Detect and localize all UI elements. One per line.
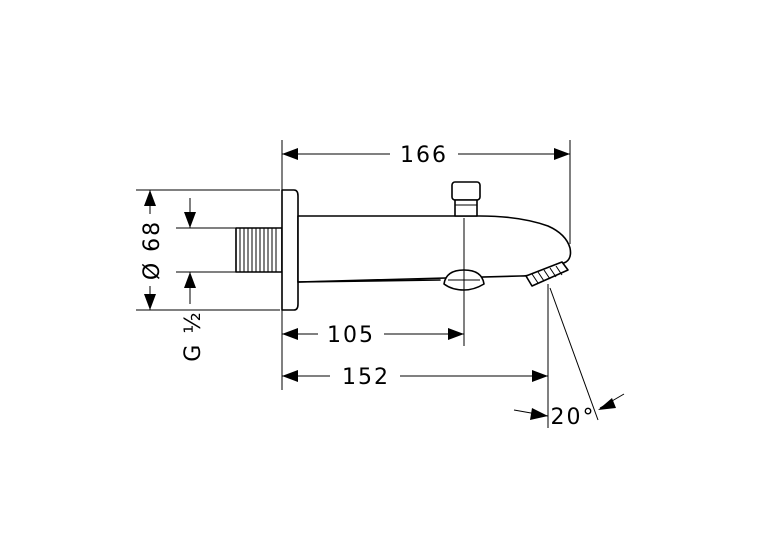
dimension-diverter-position: 105 [282,323,464,348]
thread-connector [235,227,283,273]
dimension-105-label: 105 [327,323,375,348]
wall-flange [281,189,299,311]
extension-lines [136,140,599,428]
dimension-thread-size: G ½ [181,198,206,362]
spout-body [235,181,572,311]
dimension-diameter-68-label: Ø 68 [140,220,165,280]
thread-hatching [239,228,277,272]
diverter-knob [451,181,481,217]
dimension-152-label: 152 [342,365,390,390]
dimension-g-half-label: G ½ [181,310,206,361]
tube-bottom-edge [297,279,441,283]
dimension-outlet-angle: 20° [513,393,625,430]
dimension-20-degree-label: 20° [551,405,596,430]
dimension-166-label: 166 [400,143,448,168]
spout-tube [297,215,572,283]
dimension-spout-reach: 152 [282,365,548,390]
aerator-outlet [525,261,569,287]
dimension-overall-length: 166 [282,143,570,168]
dimension-flange-diameter: Ø 68 [140,190,165,310]
